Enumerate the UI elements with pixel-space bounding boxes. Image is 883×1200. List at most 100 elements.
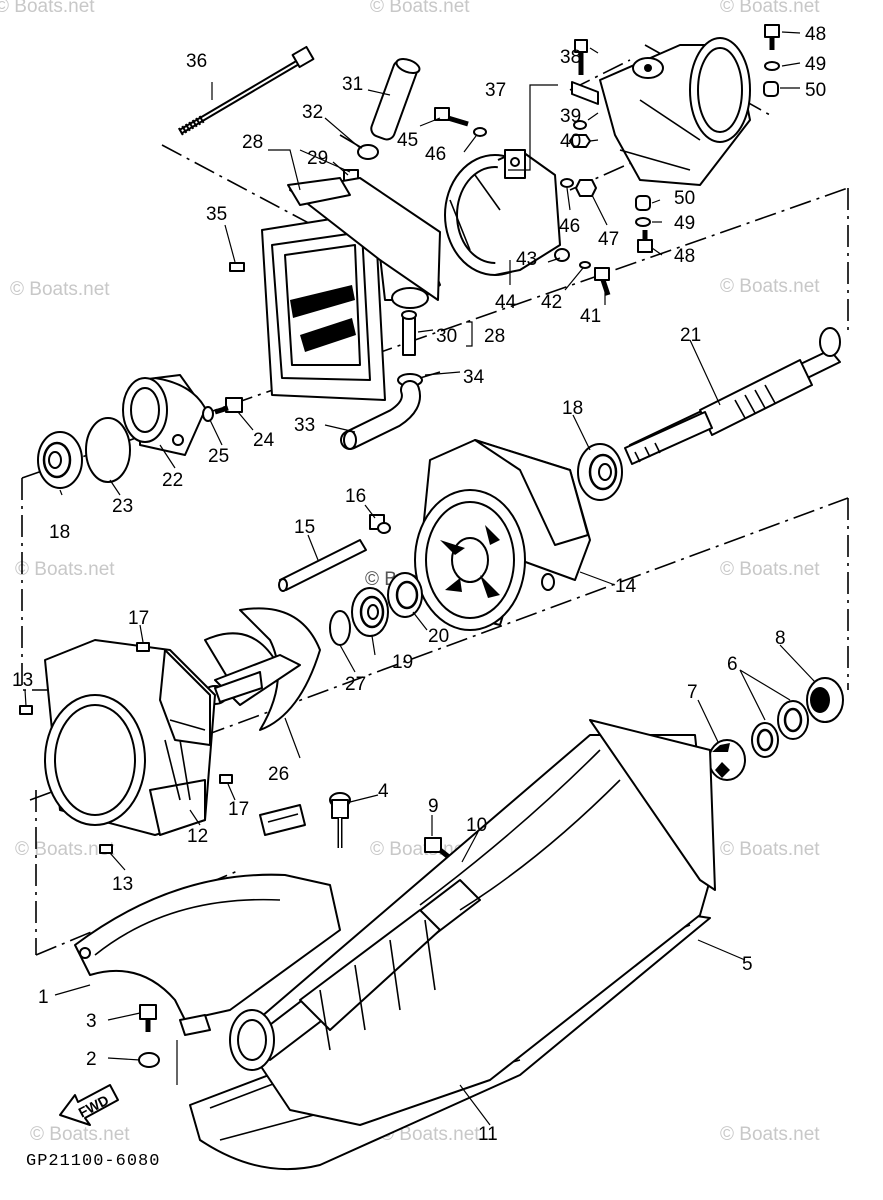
watermark: © Boats.net (720, 1124, 820, 1145)
hose-33 (340, 380, 421, 450)
bracket-38-39-40 (569, 39, 599, 148)
callout-24: 24 (253, 430, 275, 451)
callout-45: 45 (397, 130, 418, 151)
callout-5: 5 (742, 954, 753, 975)
spline-7 (708, 739, 746, 781)
pin-35 (229, 262, 245, 272)
clip-32 (339, 134, 379, 160)
callout-48: 48 (805, 24, 826, 45)
watermark: © Boats.net (15, 839, 115, 860)
callout-35: 35 (206, 204, 227, 225)
callout-43: 43 (516, 249, 537, 270)
callout-14: 14 (615, 576, 637, 597)
watermark: © Boats.net (370, 0, 470, 17)
callout-27: 27 (345, 674, 366, 695)
o-ring-23 (85, 417, 131, 483)
leader-lines (24, 31, 816, 1126)
callout-33: 33 (294, 415, 315, 436)
callout-7: 7 (687, 682, 698, 703)
callout-46: 46 (425, 144, 446, 165)
watermark: © Boats.net (10, 279, 110, 300)
washer-46 (560, 178, 574, 188)
callout-23: 23 (112, 496, 133, 517)
shaft-15 (278, 539, 367, 592)
cap-22 (122, 374, 211, 456)
callout-13: 13 (112, 874, 133, 895)
callout-38: 38 (560, 47, 581, 68)
callout-36: 36 (186, 51, 207, 72)
watermark: © Boats.net (720, 839, 820, 860)
pin-13 (99, 844, 113, 854)
pipe-31 (370, 58, 421, 141)
callout-28: 28 (242, 132, 263, 153)
bolt-48 (637, 230, 653, 253)
pin-17 (219, 774, 233, 784)
callout-9: 9 (428, 796, 439, 817)
callout-17: 17 (128, 608, 149, 629)
callout-28: 28 (484, 326, 505, 347)
callout-26: 26 (268, 764, 289, 785)
watermark: © Boats.net (720, 276, 820, 297)
spacer-27 (329, 610, 351, 646)
bearing-18 (37, 431, 83, 489)
callout-46: 46 (559, 216, 580, 237)
pin-17 (136, 642, 150, 652)
intermediate-housing-44 (444, 149, 561, 276)
bolt-3 (139, 1004, 157, 1032)
bracket-marks (466, 321, 473, 347)
callout-18: 18 (562, 398, 583, 419)
callout-48: 48 (674, 246, 695, 267)
watermark: © Boats.net (0, 0, 95, 17)
callout-12: 12 (187, 826, 208, 847)
cover-1 (74, 804, 341, 1036)
drive-shaft-21 (624, 327, 841, 465)
callout-19: 19 (392, 652, 413, 673)
callout-44: 44 (495, 292, 517, 313)
callout-2: 2 (86, 1049, 97, 1070)
callout-8: 8 (775, 628, 786, 649)
callout-30: 30 (436, 326, 457, 347)
callout-41: 41 (580, 306, 601, 327)
callout-20: 20 (428, 626, 449, 647)
pump-housing-28 (261, 177, 441, 401)
callout-22: 22 (162, 470, 183, 491)
callout-15: 15 (294, 517, 315, 538)
duct-5 (229, 719, 716, 1126)
callout-25: 25 (208, 446, 229, 467)
washer-42 (579, 261, 591, 269)
collar-50 (635, 195, 651, 211)
fitting-16 (369, 514, 391, 534)
bushing-6 (751, 700, 809, 758)
watermark: © Boats.net (15, 559, 115, 580)
bolt-48 (764, 24, 780, 50)
callout-18: 18 (49, 522, 70, 543)
callout-31: 31 (342, 74, 363, 95)
callout-3: 3 (86, 1011, 97, 1032)
callout-49: 49 (805, 54, 826, 75)
diagram-code: GP21100-6080 (26, 1152, 160, 1171)
impeller-housing-14 (414, 439, 591, 631)
pin-13 (19, 705, 33, 715)
forward-arrow: FWD (59, 1084, 119, 1126)
callout-42: 42 (541, 292, 562, 313)
nozzle-37 (599, 37, 751, 186)
bolt-41 (594, 267, 611, 296)
callout-labels: 36 31 32 28 29 35 30 28 34 33 38 37 39 4… (12, 24, 826, 1145)
bolt-24 (214, 397, 243, 415)
callout-4: 4 (378, 781, 389, 802)
washer-49 (635, 217, 651, 227)
collar-50 (763, 81, 779, 97)
long-bolt-36 (177, 45, 315, 136)
callout-17: 17 (228, 799, 249, 820)
callout-10: 10 (466, 815, 487, 836)
washer-2 (138, 1052, 160, 1068)
impeller-26 (202, 607, 321, 731)
callout-11: 11 (478, 1124, 498, 1145)
callout-6: 6 (727, 654, 738, 675)
callout-34: 34 (463, 367, 485, 388)
bolt-45 (434, 107, 469, 127)
nut-47 (575, 179, 597, 197)
cap-8 (806, 677, 844, 723)
callout-16: 16 (345, 486, 366, 507)
